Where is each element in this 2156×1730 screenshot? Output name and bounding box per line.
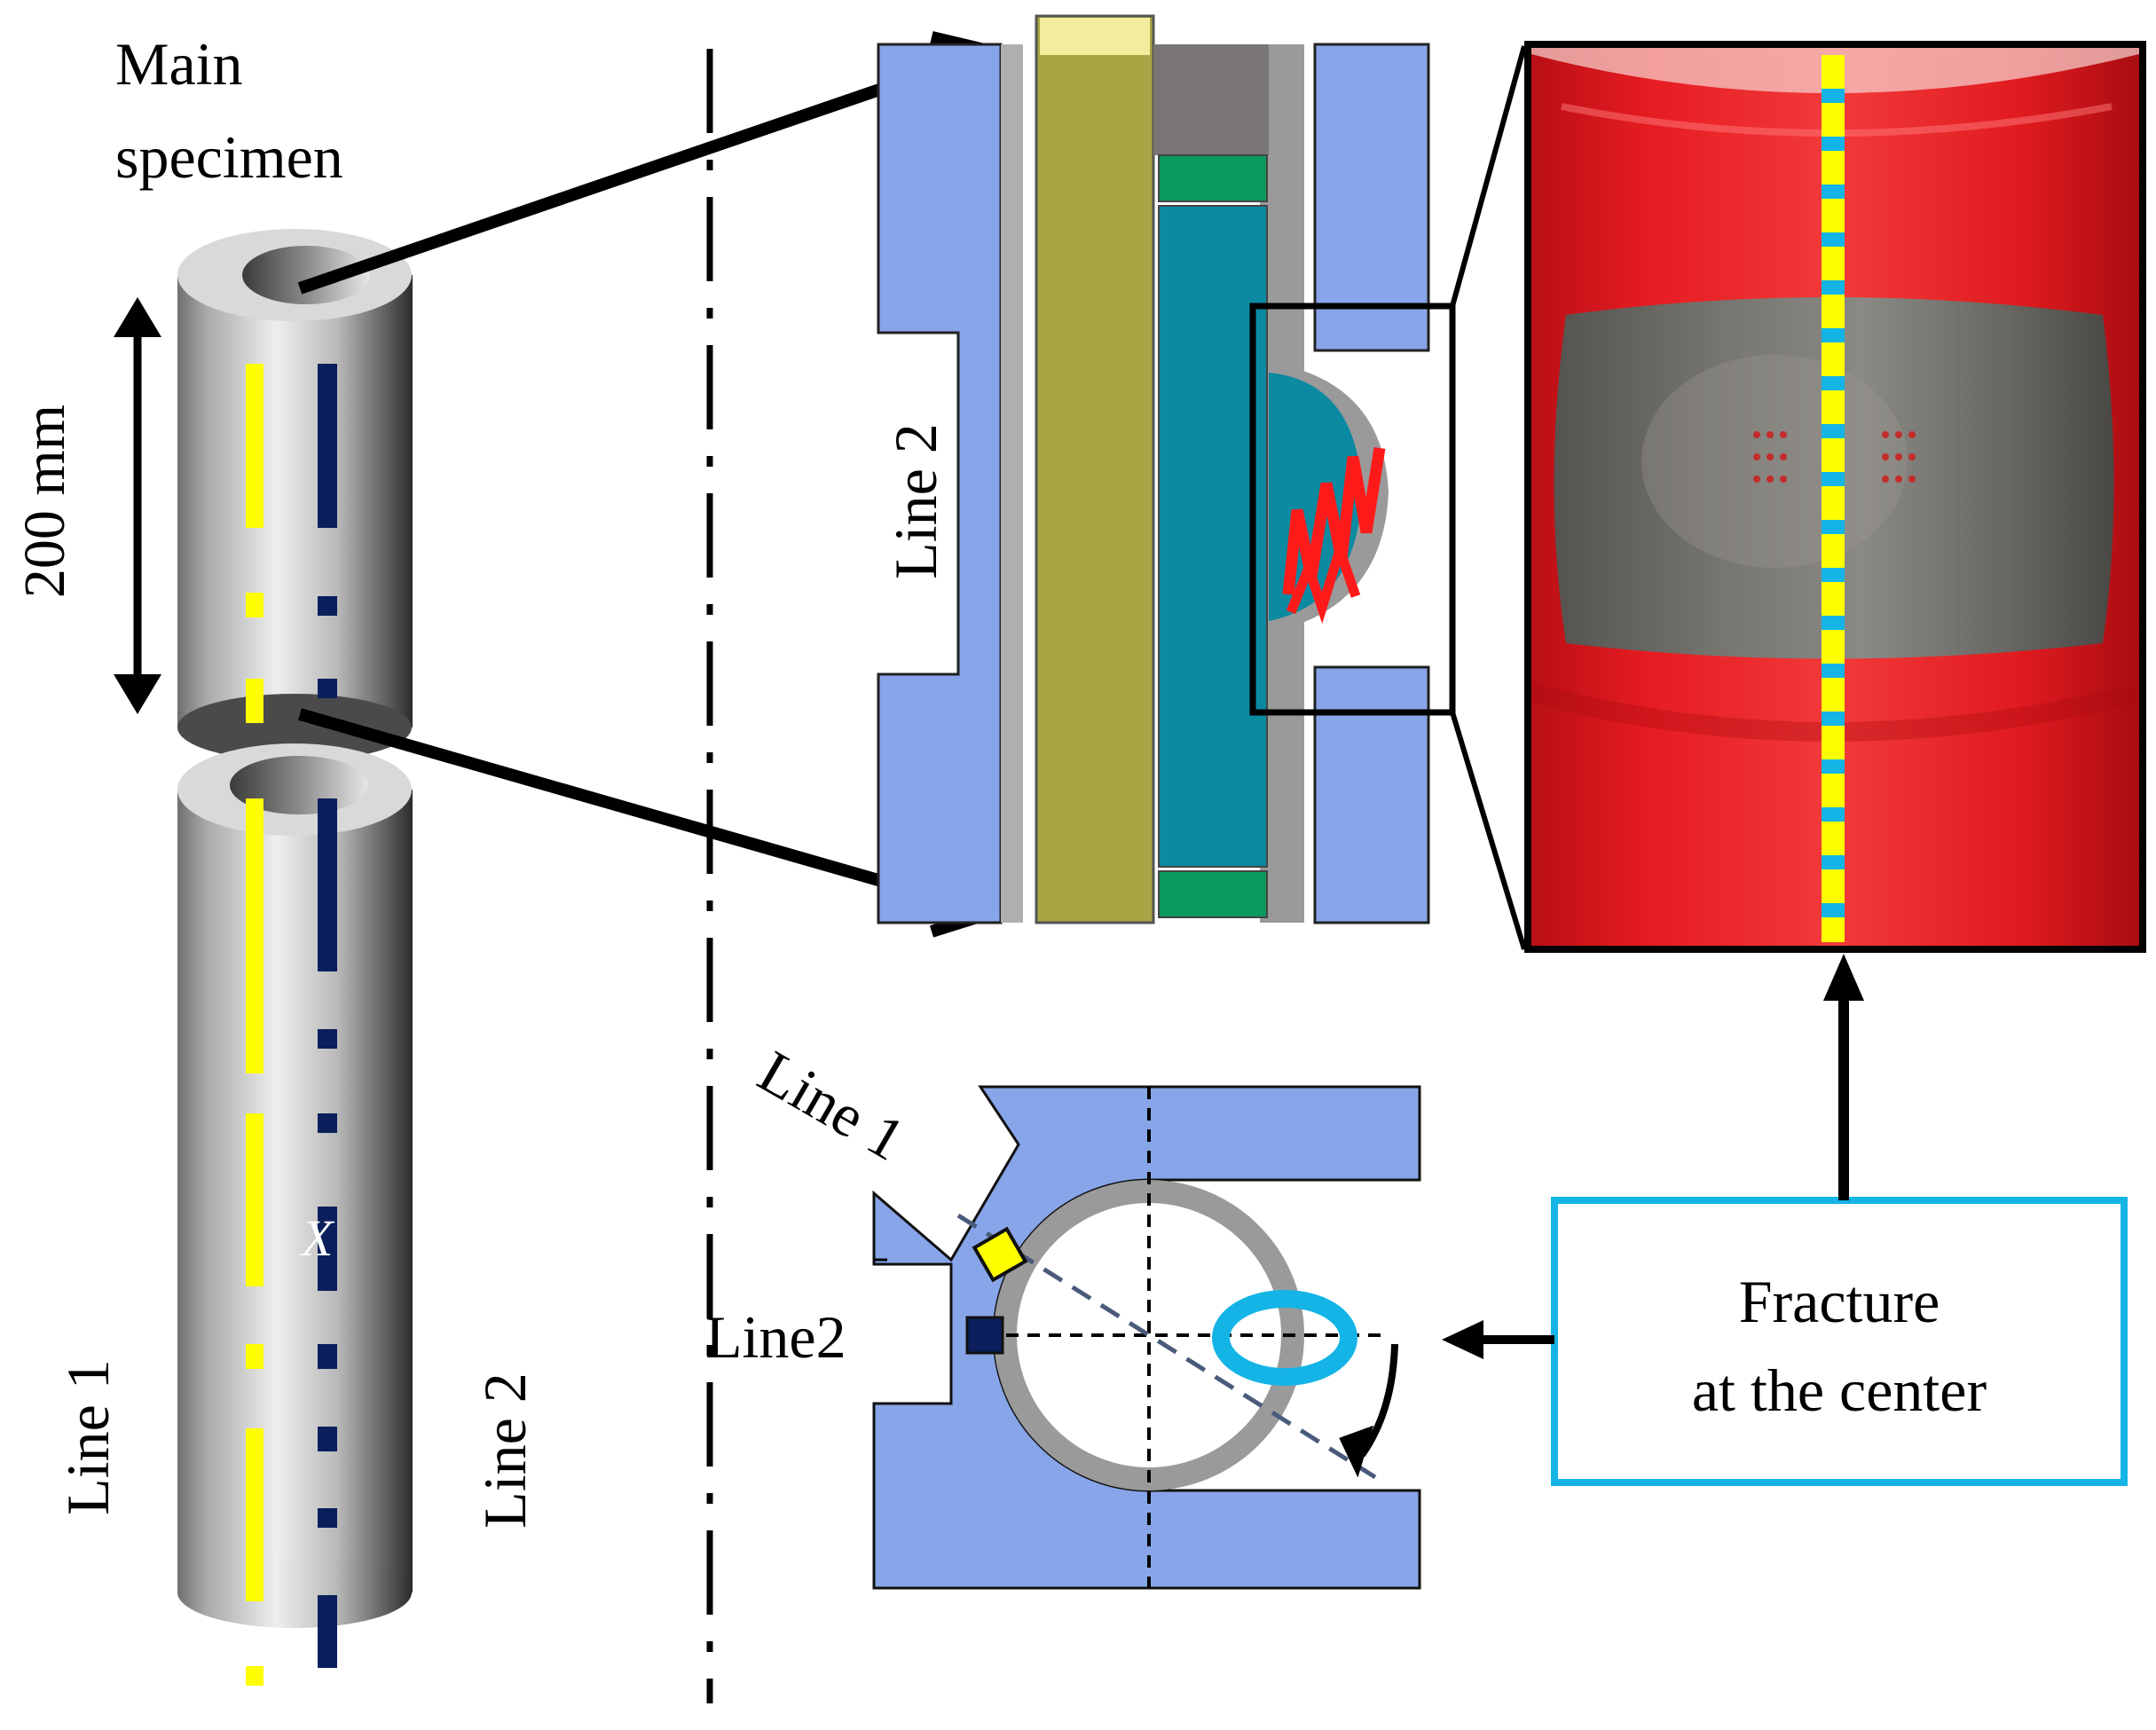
- fixture-line2-label: Line 2: [882, 423, 949, 579]
- line1-vertical-label: Line 1: [54, 1359, 122, 1515]
- line2-vertical-label: Line 2: [471, 1372, 539, 1529]
- zoom-connector-bottom: [1450, 712, 1527, 950]
- main-specimen-label-line2: specimen: [115, 123, 343, 191]
- length-dimension-arrow: [114, 297, 161, 714]
- main-specimen-label: Main specimen: [115, 30, 343, 191]
- cross-line1-label: Line 1: [748, 1037, 917, 1174]
- callout-text-line2: at the center: [1692, 1356, 1987, 1424]
- fixture-longitudinal-section: [877, 14, 1456, 924]
- callout-arrow-left: [1442, 1320, 1554, 1359]
- fracture-callout: Fracture at the center: [1551, 1197, 2128, 1486]
- marker-x-label: X: [300, 1209, 335, 1267]
- main-specimen-label-line1: Main: [115, 30, 243, 98]
- main-specimen-cylinder: [177, 229, 413, 761]
- long-specimen-cylinder: [177, 743, 413, 1686]
- fixture-cross-section: [872, 1085, 1421, 1590]
- cross-line2-label: Line2: [705, 1303, 846, 1371]
- callout-arrow-up: [1823, 954, 1864, 1200]
- zoom-connector-top: [1450, 45, 1527, 307]
- length-label: 200 mm: [12, 405, 77, 598]
- callout-text-line1: Fracture: [1739, 1268, 1940, 1335]
- fracture-photo: [1524, 41, 2146, 953]
